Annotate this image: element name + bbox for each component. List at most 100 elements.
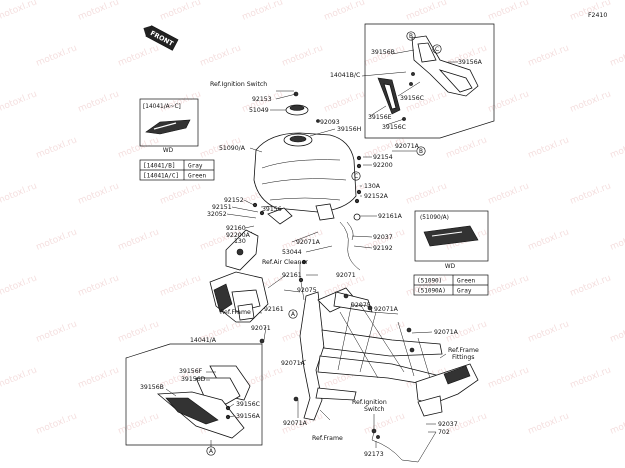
label-39156a-low: 39156A (236, 413, 261, 420)
watermark-text: motoxl.ru (363, 411, 407, 436)
callout-c-circle (432, 44, 442, 54)
callout-b-tank: B (419, 149, 423, 155)
label-51090a: 51090/A (219, 145, 246, 152)
label-92151: 92151 (212, 204, 232, 211)
screw-icon (411, 72, 415, 76)
color-table-14041: [14041/B] Gray [14041A/C] Green (139, 159, 215, 181)
label-92192: 92192 (373, 245, 393, 252)
watermark-text: motoxl.ru (569, 273, 613, 298)
tank-badge-icon (423, 225, 479, 247)
watermark-text: motoxl.ru (487, 365, 531, 390)
ct14041-r1-part: [14041/B] (143, 163, 176, 170)
watermark-text: motoxl.ru (159, 273, 203, 298)
label-92154: 92154 (373, 154, 393, 161)
grommet-icon (353, 213, 361, 221)
watermark-text: motoxl.ru (159, 89, 203, 114)
label-92075-b: 92075 (351, 302, 371, 309)
label-92071a-mid: 92071A (296, 239, 321, 246)
label-14041a: 14041/A (190, 337, 217, 344)
label-92075-a: 92075 (297, 287, 317, 294)
label-92161-low: 92161 (264, 306, 284, 313)
label-39156c-low: 39156C (236, 401, 260, 408)
label-92161a: 92161A (378, 213, 403, 220)
watermark-text: motoxl.ru (159, 181, 203, 206)
watermark-text: motoxl.ru (323, 0, 367, 23)
screw-icon (409, 82, 413, 86)
bracket-plate (417, 42, 437, 63)
callout-c-tank: C (354, 174, 358, 180)
watermark-text: motoxl.ru (323, 89, 367, 114)
watermark-text: motoxl.ru (405, 0, 449, 23)
watermark-text: motoxl.ru (77, 89, 121, 114)
badge-right-title: (51090/A) (420, 215, 449, 221)
watermark-text: motoxl.ru (241, 0, 285, 23)
label-92037-low: 92037 (438, 421, 458, 428)
color-table-51090: (51090) Green (51090A) Gray (413, 274, 489, 296)
watermark-text: motoxl.ru (0, 181, 38, 206)
watermark-text: motoxl.ru (35, 43, 79, 68)
watermark-text: motoxl.ru (487, 89, 531, 114)
label-ref-frame-left: Ref.Frame (220, 309, 251, 316)
watermark-text: motoxl.ru (609, 227, 625, 252)
label-39156a-top: 39156A (458, 59, 483, 66)
label-39156h: 39156H (337, 126, 362, 133)
label-92071-mid: 92071 (336, 272, 356, 279)
inset-bottom-left: A (125, 343, 263, 456)
callout-a-inset: A (209, 449, 213, 455)
inset-badge-top-left: [14041/A~C] WD (139, 98, 199, 154)
badge-tl-title: [14041/A~C] (143, 104, 181, 110)
label-51049: 51049 (249, 107, 269, 114)
label-ref-frame-fittings-2: Fittings (452, 354, 474, 361)
front-tag: FRONT (143, 25, 179, 51)
breather-hoses (291, 221, 373, 271)
frame-leader-lines (247, 274, 447, 421)
watermark-text: motoxl.ru (0, 273, 38, 298)
watermark-text: motoxl.ru (405, 89, 449, 114)
label-130: 130 (234, 238, 246, 245)
ct51090-r1-part: (51090) (417, 278, 442, 285)
label-39156e: 39156E (368, 114, 392, 121)
ct51090-r2-color: Gray (457, 288, 472, 295)
label-39156d: 39156D (181, 376, 206, 383)
label-ref-ignition-top: Ref.Ignition Switch (210, 81, 267, 88)
label-39156c-top2: 39156C (382, 124, 406, 131)
tank-mount-bracket (225, 207, 293, 271)
label-92071a-far: 92071A (434, 329, 459, 336)
label-39156f: 39156F (179, 368, 203, 375)
watermark-text: motoxl.ru (35, 227, 79, 252)
label-92200: 92200 (373, 162, 393, 169)
label-39156b-low: 39156B (140, 384, 164, 391)
watermark-text: motoxl.ru (77, 0, 121, 23)
label-92200a: 92200A (226, 232, 251, 239)
ignition-wiring (371, 414, 437, 463)
rear-fittings (415, 363, 479, 417)
diagram-code: F2410 (588, 12, 607, 19)
watermark-text: motoxl.ru (199, 43, 243, 68)
watermark-text: motoxl.ru (527, 411, 571, 436)
label-92160: 92160 (226, 225, 246, 232)
label-92071a-right: 92071A (374, 306, 399, 313)
callout-b-circle (406, 31, 416, 41)
watermark-text: motoxl.ru (487, 181, 531, 206)
watermark-text: motoxl.ru (609, 43, 625, 68)
watermark-text: motoxl.ru (35, 135, 79, 160)
callout-b: B (409, 34, 413, 40)
watermark-text: motoxl.ru (77, 365, 121, 390)
watermark-text: motoxl.ru (445, 135, 489, 160)
label-92161-mid: 92161 (282, 272, 302, 279)
callout-c: C (435, 47, 439, 53)
watermark-text: motoxl.ru (569, 365, 613, 390)
label-92071a-low: 92071A (281, 360, 306, 367)
watermark-text: motoxl.ru (77, 273, 121, 298)
watermark-text: motoxl.ru (405, 181, 449, 206)
inset-top-right: B C (361, 23, 495, 139)
frame: A (259, 259, 443, 421)
callout-a-frame: A (291, 312, 295, 318)
label-ref-air-cleaner: Ref.Air Cleaner (262, 259, 308, 266)
label-92152: 92152 (224, 197, 244, 204)
watermark-text: motoxl.ru (281, 43, 325, 68)
watermark-text: motoxl.ru (527, 227, 571, 252)
label-ref-frame-fittings-1: Ref.Frame (448, 347, 479, 354)
watermark-text: motoxl.ru (527, 319, 571, 344)
